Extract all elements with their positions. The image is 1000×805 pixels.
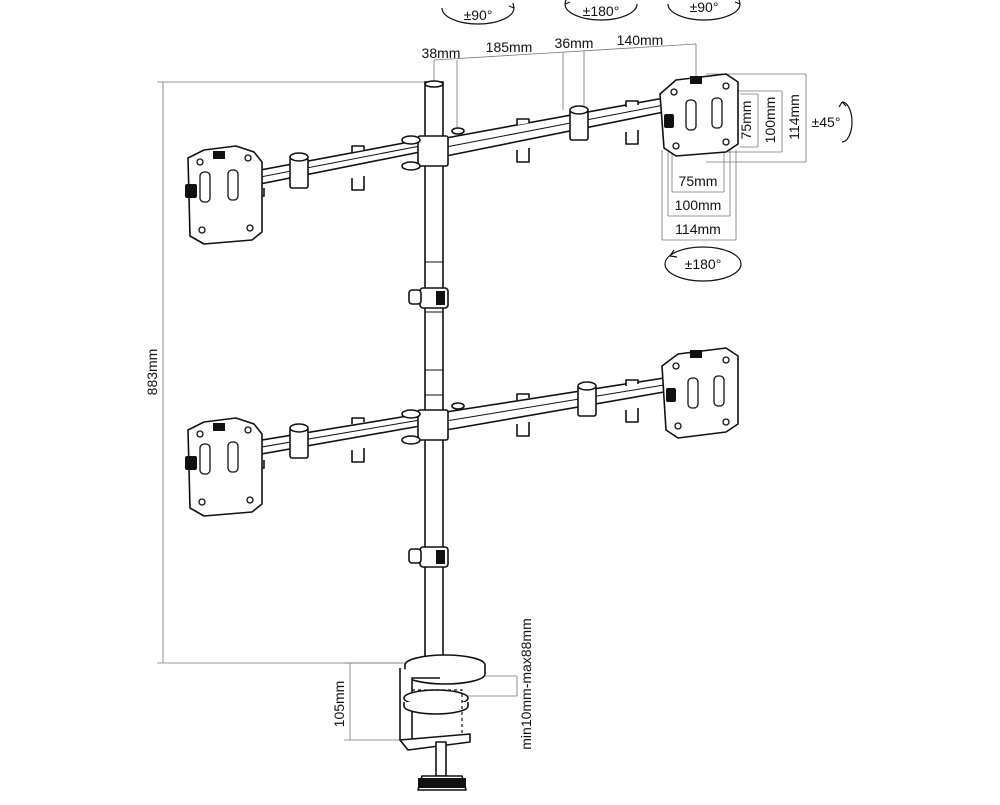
arm-seg-2-label: 185mm [486,39,533,55]
pole-collar-upper [408,287,449,309]
vesa-h-114-label: 114mm [675,221,721,237]
desk-clamp [399,654,486,791]
rotation-top-right: ±90° [667,0,741,21]
vesa-v-100-label: 100mm [762,97,778,144]
vesa-v-75-label: 75mm [738,101,754,140]
rotation-top-mid: ±180° [564,0,638,21]
vesa-h-100-label: 100mm [675,197,722,213]
vesa-plate-lower-right [661,347,739,439]
desk-thickness-label: min10mm-max88mm [518,618,534,749]
rotation-top-mid-label: ±180° [583,3,620,19]
arm-seg-3-label: 36mm [555,35,594,51]
desk-thickness-dimension: min10mm-max88mm [460,618,534,750]
tilt-right: ±45° [812,101,853,143]
tilt-right-label: ±45° [812,114,841,130]
pole [424,80,444,669]
vesa-v-114-label: 114mm [786,94,802,140]
rotation-top-right-label: ±90° [690,0,719,15]
pole-height-dimension: 883mm [144,81,432,664]
rotation-top-left-label: ±90° [464,7,493,23]
arm-seg-4-label: 140mm [617,32,664,48]
clamp-height-label: 105mm [331,681,347,728]
rotation-vesa-bottom-label: ±180° [685,256,722,272]
pole-height-label: 883mm [144,349,160,396]
vesa-plate-upper-right [659,73,739,157]
vesa-plate-upper-left [185,145,263,245]
upper-arm-assembly [249,97,665,197]
clamp-height-dimension: 105mm [331,662,410,741]
rotation-vesa-bottom: ±180° [664,246,742,282]
arm-seg-1-label: 38mm [422,45,461,61]
arm-length-dimension: 38mm 185mm 36mm 140mm [422,32,697,128]
lower-arm-assembly [249,377,665,469]
vesa-h-75-label: 75mm [679,173,718,189]
vesa-plate-lower-left [185,417,263,517]
rotation-top-left: ±90° [441,2,515,25]
pole-collar-lower [408,546,449,568]
vesa-horizontal-dimensions: 75mm 100mm 114mm [661,150,737,241]
